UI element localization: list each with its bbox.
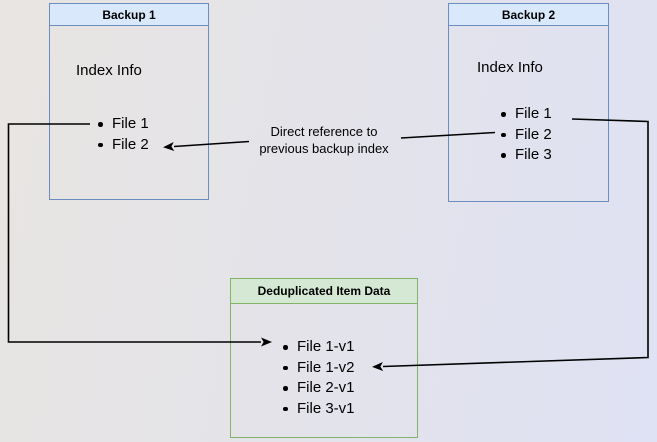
backup2-index-label: Index Info <box>477 59 543 76</box>
backup2-file-item: File 1 <box>501 104 552 125</box>
backup1-file-item: File 2 <box>98 135 149 156</box>
backup1-index-label: Index Info <box>76 62 142 79</box>
backup2-file-item: File 3 <box>501 145 552 166</box>
backup1-file-list: File 1 File 2 <box>98 114 149 155</box>
backup1-node: Backup 1 Index Info File 1 File 2 <box>49 3 209 200</box>
dedup-file-item: File 2-v1 <box>283 378 355 399</box>
backup1-title: Backup 1 <box>50 4 208 26</box>
backup1-file-item: File 1 <box>98 114 149 135</box>
dedup-file-item: File 3-v1 <box>283 399 355 420</box>
backup2-title: Backup 2 <box>449 4 608 26</box>
edge-label-line2: previous backup index <box>259 141 389 156</box>
backup2-node: Backup 2 Index Info File 1 File 2 File 3 <box>448 3 609 202</box>
dedup-title: Deduplicated Item Data <box>231 279 417 304</box>
backup2-file-item: File 2 <box>501 125 552 146</box>
dedup-file-item: File 1-v2 <box>283 358 355 379</box>
edge-label-line1: Direct reference to <box>270 124 378 139</box>
dedup-file-list: File 1-v1 File 1-v2 File 2-v1 File 3-v1 <box>283 337 355 419</box>
edge-label-direct-reference: Direct reference to previous backup inde… <box>238 123 410 157</box>
backup2-file-list: File 1 File 2 File 3 <box>501 104 552 166</box>
dedup-node: Deduplicated Item Data File 1-v1 File 1-… <box>230 278 418 438</box>
dedup-file-item: File 1-v1 <box>283 337 355 358</box>
